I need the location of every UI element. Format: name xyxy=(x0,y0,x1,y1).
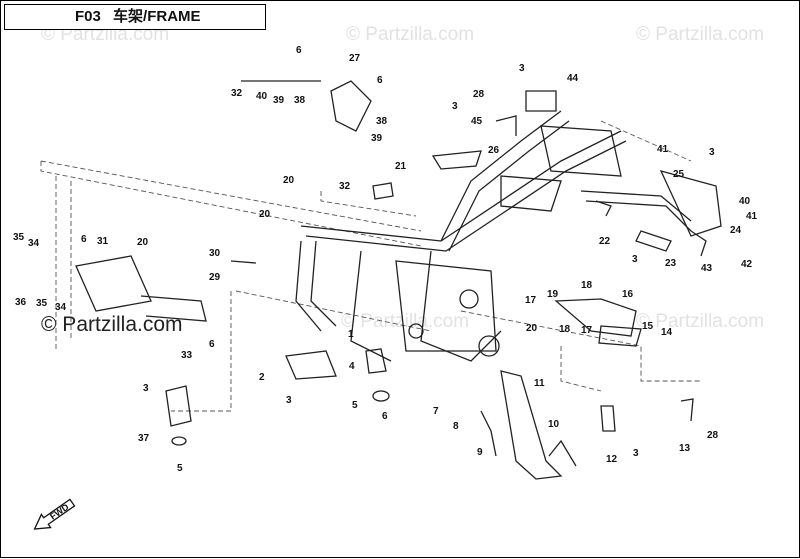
callout-number: 28 xyxy=(707,430,719,441)
callout-number: 40 xyxy=(256,91,268,102)
fwd-arrow-icon: FWD xyxy=(33,498,76,530)
callout-number: 3 xyxy=(452,101,458,112)
callout-number: 6 xyxy=(81,234,87,245)
watermark: © Partzilla.com xyxy=(341,311,470,332)
callout-number: 13 xyxy=(679,443,691,454)
callout-number: 43 xyxy=(701,263,713,274)
callout-number: 12 xyxy=(606,454,618,465)
callout-number: 37 xyxy=(138,433,150,444)
watermark: © Partzilla.com xyxy=(636,24,765,45)
callout-number: 14 xyxy=(661,327,673,338)
callout-number: 25 xyxy=(673,169,685,180)
callout-number: 6 xyxy=(382,411,388,422)
callout-number: 7 xyxy=(433,406,439,417)
callout-number: 2 xyxy=(259,372,265,383)
callout-number: 32 xyxy=(339,181,351,192)
explosion-lines xyxy=(40,120,701,412)
callout-number: 36 xyxy=(15,297,27,308)
callout-number: 35 xyxy=(36,298,48,309)
callout-number: 6 xyxy=(377,75,383,86)
callout-number: 19 xyxy=(547,289,559,300)
callout-number: 6 xyxy=(296,45,302,56)
page-title: 车架/FRAME xyxy=(113,8,201,25)
callout-number: 22 xyxy=(599,236,611,247)
watermark-main: © Partzilla.com xyxy=(41,313,183,336)
callout-number: 28 xyxy=(473,89,485,100)
callout-number: 24 xyxy=(730,225,742,236)
watermark: © Partzilla.com xyxy=(636,311,765,332)
callout-number: 40 xyxy=(739,196,751,207)
callout-number: 17 xyxy=(525,295,537,306)
callout-number: 6 xyxy=(209,339,215,350)
callout-number: 38 xyxy=(376,116,388,127)
callout-number: 3 xyxy=(632,254,638,265)
callout-number: 39 xyxy=(371,133,383,144)
callout-number: 3 xyxy=(519,63,525,74)
callout-number: 3 xyxy=(633,448,639,459)
callout-number: 38 xyxy=(294,95,306,106)
callout-number: 30 xyxy=(209,248,221,259)
callout-number: 5 xyxy=(352,400,358,411)
callout-number: 15 xyxy=(642,321,654,332)
page-code: F03 xyxy=(75,8,101,25)
callout-number: 18 xyxy=(559,324,571,335)
callout-number: 26 xyxy=(488,145,500,156)
callout-number: 34 xyxy=(55,302,67,313)
callout-number: 8 xyxy=(453,421,459,432)
frame-assembly xyxy=(40,80,722,480)
callout-number: 11 xyxy=(534,378,545,389)
callout-number: 23 xyxy=(665,258,677,269)
callout-number: 29 xyxy=(209,272,221,283)
callout-number: 20 xyxy=(526,323,538,334)
callout-number: 27 xyxy=(349,53,361,64)
callout-number: 3 xyxy=(143,383,149,394)
callout-number: 31 xyxy=(97,236,109,247)
callout-number: 20 xyxy=(137,237,149,248)
callout-number: 3 xyxy=(709,147,715,158)
callout-number: 39 xyxy=(273,95,285,106)
callout-number: 5 xyxy=(177,463,183,474)
callout-number: 20 xyxy=(259,209,271,220)
callout-number: 17 xyxy=(581,325,593,336)
callout-number: 10 xyxy=(548,419,560,430)
watermark: © Partzilla.com xyxy=(346,24,475,45)
callout-number: 3 xyxy=(286,395,292,406)
callout-number: 34 xyxy=(28,238,40,249)
callout-number: 45 xyxy=(471,116,483,127)
callout-number: 18 xyxy=(581,280,593,291)
callout-number: 21 xyxy=(395,161,407,172)
callout-number: 42 xyxy=(741,259,753,270)
callout-number: 35 xyxy=(13,232,25,243)
callout-number: 32 xyxy=(231,88,243,99)
callout-number: 4 xyxy=(349,361,355,372)
title-bar: F03 车架/FRAME xyxy=(4,4,266,30)
callout-number: 33 xyxy=(181,350,193,361)
callout-number: 41 xyxy=(746,211,758,222)
callout-number: 1 xyxy=(348,329,354,340)
callout-number: 16 xyxy=(622,289,634,300)
callout-number: 44 xyxy=(567,73,579,84)
callout-number: 41 xyxy=(657,144,669,155)
callout-number: 20 xyxy=(283,175,295,186)
callout-number: 9 xyxy=(477,447,483,458)
